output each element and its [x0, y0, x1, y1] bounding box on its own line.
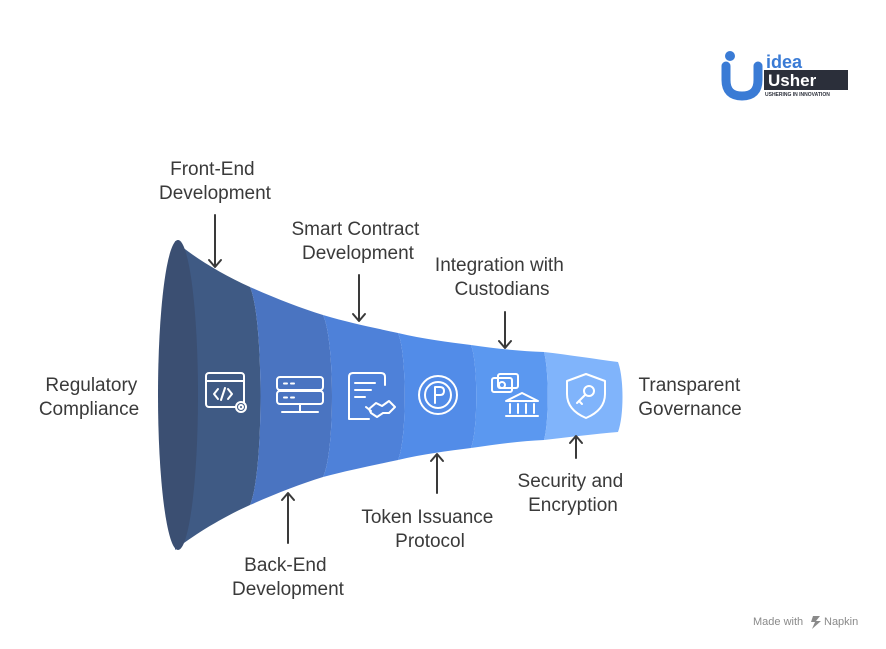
code-settings-icon	[205, 372, 247, 413]
napkin-icon	[811, 616, 821, 629]
idea-usher-logo: idea Usher USHERING IN INNOVATION	[721, 51, 848, 101]
label-integration-with-custodians: Integration with Custodians	[435, 255, 569, 300]
watermark-prefix: Made with	[753, 616, 803, 628]
token-p-icon	[418, 375, 458, 415]
arrow-token-issuance	[430, 453, 444, 494]
label-token-issuance-protocol: Token Issuance Protocol	[361, 507, 498, 552]
arrow-back-end	[281, 492, 295, 544]
server-icon	[276, 376, 324, 413]
arrow-custodians	[498, 311, 512, 349]
logo-u-mark	[721, 61, 763, 101]
watermark-brand: Napkin	[824, 616, 858, 628]
logo-dot	[725, 51, 735, 61]
label-back-end-development: Back-End Development	[232, 555, 345, 600]
label-front-end-development: Front-End Development	[159, 159, 272, 204]
arrow-front-end	[208, 214, 222, 268]
shield-key-icon	[566, 373, 606, 419]
label-security-and-encryption: Security and Encryption	[518, 471, 629, 516]
logo-top-text: idea	[766, 52, 803, 72]
logo-bottom-bg	[764, 70, 848, 90]
contract-handshake-icon	[348, 372, 396, 420]
funnel-segment-5	[471, 345, 548, 448]
label-transparent-governance: Transparent Governance	[638, 375, 745, 420]
logo-bottom-text: Usher	[768, 71, 817, 90]
funnel-segment-1	[175, 241, 261, 550]
napkin-watermark: Made with Napkin	[753, 616, 858, 629]
money-bank-icon	[491, 373, 539, 417]
label-smart-contract-development: Smart Contract Development	[291, 219, 424, 264]
funnel-segment-2	[250, 287, 332, 505]
funnel-segment-4	[398, 333, 477, 460]
arrow-smart-contract	[352, 274, 366, 322]
funnel-mouth	[158, 240, 198, 550]
arrow-security	[569, 435, 583, 459]
logo-tagline: USHERING IN INNOVATION	[765, 92, 830, 98]
label-regulatory-compliance: Regulatory Compliance	[39, 375, 143, 420]
